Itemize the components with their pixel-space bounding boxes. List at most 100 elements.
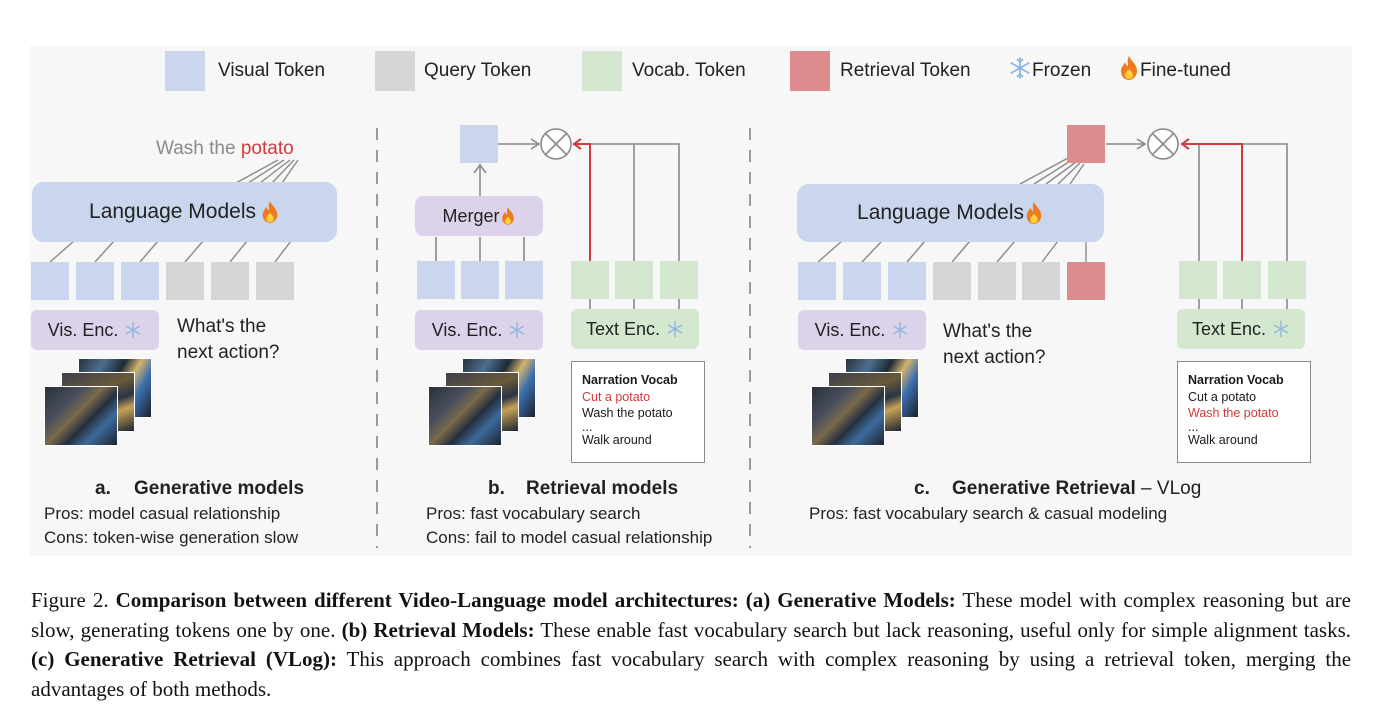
panel-b-vis-encoder: Vis. Enc. bbox=[415, 310, 543, 350]
panel-b-text-encoder: Text Enc. bbox=[571, 309, 699, 349]
legend-visual-label: Visual Token bbox=[218, 60, 326, 81]
flame-icon bbox=[501, 207, 514, 225]
vocab-title: Narration Vocab bbox=[582, 373, 678, 387]
query-token bbox=[166, 262, 204, 300]
snowflake-icon bbox=[1273, 320, 1289, 338]
panel-b-caption-letter: b. bbox=[488, 478, 505, 499]
panel-a-vis-encoder: Vis. Enc. bbox=[31, 310, 159, 350]
video-frame bbox=[811, 386, 885, 446]
retrieval-output-token bbox=[1067, 125, 1105, 163]
panel-b-merger-label: Merger bbox=[442, 205, 500, 226]
caption-title: Comparison between different Video-Langu… bbox=[115, 588, 739, 612]
panel-a-vis-encoder-label: Vis. Enc. bbox=[47, 319, 119, 340]
panel-b-merger: Merger bbox=[415, 196, 543, 236]
query-token bbox=[256, 262, 294, 300]
vocab-item: ... bbox=[1188, 419, 1199, 434]
vocab-item: Cut a potato bbox=[1188, 389, 1257, 404]
query-token bbox=[1022, 262, 1060, 300]
panel-a-caption-letter: a. bbox=[95, 478, 111, 499]
caption-figure-number: Figure 2. bbox=[31, 588, 109, 612]
legend-vocab-label: Vocab. Token bbox=[632, 60, 746, 81]
vocab-title: Narration Vocab bbox=[1188, 373, 1284, 387]
retrieval-token bbox=[1067, 262, 1105, 300]
legend-retrieval-label: Retrieval Token bbox=[840, 60, 971, 81]
vocab-token bbox=[1223, 261, 1261, 299]
panel-a-language-model: Language Models bbox=[32, 182, 337, 242]
vocab-item: ... bbox=[582, 419, 593, 434]
vocab-item: Walk around bbox=[1188, 432, 1258, 447]
legend-visual-swatch bbox=[165, 51, 205, 91]
panel-a-cons: Cons: token-wise generation slow bbox=[44, 528, 299, 547]
vocab-token bbox=[615, 261, 653, 299]
visual-token bbox=[505, 261, 543, 299]
panel-b-vocab-document: Narration Vocab Cut a potato Wash the po… bbox=[571, 361, 705, 463]
panel-c-text-encoder-label: Text Enc. bbox=[1191, 318, 1267, 339]
panel-c-vocab-document: Narration Vocab Cut a potato Wash the po… bbox=[1177, 361, 1311, 463]
panel-c-vis-encoder: Vis. Enc. bbox=[798, 310, 926, 350]
legend-query-swatch bbox=[375, 51, 415, 91]
visual-token bbox=[843, 262, 881, 300]
panel-b-vis-encoder-label: Vis. Enc. bbox=[431, 319, 503, 340]
panel-c-vis-encoder-label: Vis. Enc. bbox=[814, 319, 886, 340]
video-frame bbox=[44, 386, 118, 446]
vocab-item: Cut a potato bbox=[582, 389, 651, 404]
panel-c-language-model: Language Models bbox=[797, 184, 1104, 242]
video-frame bbox=[428, 386, 502, 446]
visual-token bbox=[121, 262, 159, 300]
panel-c-text-encoder: Text Enc. bbox=[1177, 309, 1305, 349]
snowflake-icon bbox=[893, 321, 908, 339]
vocab-item: Walk around bbox=[582, 432, 652, 447]
query-token bbox=[211, 262, 249, 300]
panel-b-cons: Cons: fail to model casual relationship bbox=[426, 528, 713, 547]
vocab-token bbox=[571, 261, 609, 299]
panel-a-lm-label: Language Models bbox=[89, 200, 256, 223]
figure-caption: Figure 2. Comparison between different V… bbox=[31, 586, 1351, 704]
flame-icon bbox=[262, 201, 278, 223]
panel-c-caption-suffix: – VLog bbox=[1135, 478, 1202, 499]
query-token bbox=[978, 262, 1016, 300]
panel-a-question-line2: next action? bbox=[177, 342, 280, 363]
panel-b-pros: Pros: fast vocabulary search bbox=[426, 504, 641, 523]
panel-c-pros: Pros: fast vocabulary search & casual mo… bbox=[809, 504, 1168, 523]
panel-a-output-highlight: potato bbox=[240, 138, 294, 159]
caption-b-text: These enable fast vocabulary search but … bbox=[540, 617, 1352, 642]
snowflake-icon bbox=[667, 320, 683, 338]
panel-a-pros: Pros: model casual relationship bbox=[44, 504, 281, 523]
snowflake-icon bbox=[1008, 56, 1032, 85]
legend-frozen-label: Frozen bbox=[1032, 60, 1092, 81]
vocab-token bbox=[1179, 261, 1217, 299]
legend-vocab-swatch bbox=[582, 51, 622, 91]
snowflake-icon bbox=[126, 321, 141, 339]
vocab-token bbox=[1268, 261, 1306, 299]
panel-a-output: Wash the potato bbox=[156, 138, 294, 160]
legend-query-label: Query Token bbox=[424, 60, 532, 81]
query-token bbox=[933, 262, 971, 300]
caption-a-text: These model with complex reasoning but a… bbox=[31, 588, 1351, 642]
caption-a-label: (a) Generative Models: bbox=[745, 588, 956, 612]
flame-icon bbox=[1118, 55, 1140, 86]
panel-c-caption-title: Generative Retrieval bbox=[952, 478, 1136, 499]
caption-b-label: (b) Retrieval Models: bbox=[341, 617, 535, 642]
flame-icon bbox=[1026, 202, 1042, 224]
visual-token bbox=[417, 261, 455, 299]
figure-background bbox=[30, 46, 1352, 556]
panel-c-question-line2: next action? bbox=[943, 347, 1046, 368]
legend-retrieval-swatch bbox=[790, 51, 830, 91]
caption-c-text: This approach combines fast vocabulary s… bbox=[31, 647, 1352, 701]
visual-token bbox=[461, 261, 499, 299]
visual-token bbox=[888, 262, 926, 300]
panel-a-output-prefix: Wash the bbox=[156, 138, 241, 159]
panel-b-caption-title: Retrieval models bbox=[526, 478, 679, 499]
visual-token bbox=[31, 262, 69, 300]
vocab-item: Wash the potato bbox=[1188, 406, 1279, 420]
vocab-item: Wash the potato bbox=[582, 406, 673, 420]
panel-a-question-line1: What's the bbox=[177, 316, 267, 337]
vocab-token bbox=[660, 261, 698, 299]
panel-b-text-encoder-label: Text Enc. bbox=[585, 318, 661, 339]
visual-token bbox=[76, 262, 114, 300]
panel-c-caption: Generative Retrieval – VLog bbox=[952, 478, 1201, 500]
merged-visual-token bbox=[460, 125, 498, 163]
caption-c-label: (c) Generative Retrieval (VLog): bbox=[31, 647, 338, 671]
snowflake-icon bbox=[510, 321, 525, 339]
